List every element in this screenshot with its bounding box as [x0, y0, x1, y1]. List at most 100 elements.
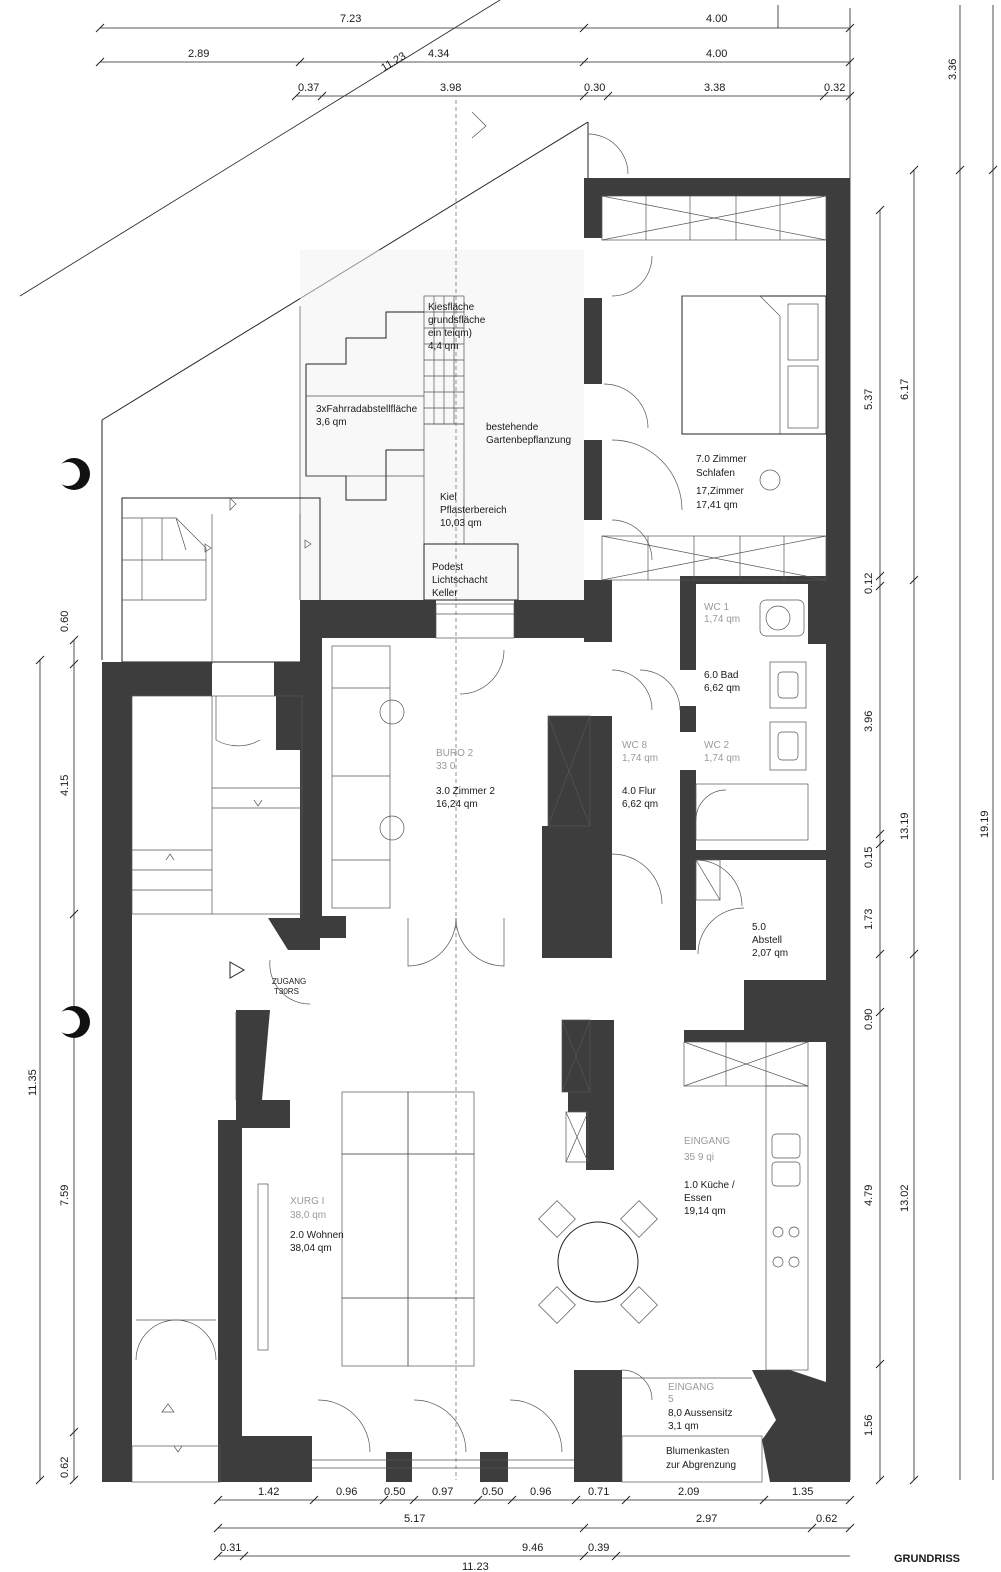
room-flur-area: 6,62 qm [622, 799, 658, 810]
room-zimmer2-ghost-name: BURO 2 [436, 748, 474, 759]
zugang-line2: T30RS [274, 987, 299, 996]
room-aussensitz-area: 3,1 qm [668, 1421, 699, 1432]
area-fahrrad-line1: 3xFahrradabstellfläche [316, 404, 418, 415]
room-zimmer2-ghost-area: 33 0 [436, 761, 456, 772]
dim-right-1-56: 1.56 [863, 1415, 875, 1436]
room-abstell-line2: Abstell [752, 935, 782, 946]
room-wc-ghost-area: 1,74 qm [622, 753, 658, 764]
dim-bottom-0-31: 0.31 [220, 1542, 241, 1554]
dim-top-7-23: 7.23 [340, 13, 361, 25]
dim-bottom-1-42: 1.42 [258, 1486, 279, 1498]
area-podest-line3: Keller [432, 588, 458, 599]
dim-top-0-32: 0.32 [824, 82, 845, 94]
area-garten-line2: Gartenbepflanzung [486, 435, 571, 446]
room-wc2-name: WC 2 [704, 740, 729, 751]
interior-lines [131, 133, 827, 1483]
dim-top-2-89: 2.89 [188, 48, 209, 60]
room-kueche-line2: Essen [684, 1193, 712, 1204]
room-schlafen-line2: Schlafen [696, 468, 735, 479]
room-zimmer2-area: 16,24 qm [436, 799, 478, 810]
room-aussensitz-ghost-name: EINGANG [668, 1382, 714, 1393]
area-kies-line1: Kiel [440, 492, 457, 503]
room-flur-name: 4.0 Flur [622, 786, 657, 797]
dim-bottom-0-96b: 0.96 [530, 1486, 551, 1498]
dim-bottom-0-50a: 0.50 [384, 1486, 405, 1498]
room-bad-area: 6,62 qm [704, 683, 740, 694]
dim-left-4-15: 4.15 [59, 775, 71, 796]
dining-table [557, 1221, 639, 1303]
dim-top-0-30: 0.30 [584, 82, 605, 94]
room-schlafen-area: 17,41 qm [696, 500, 738, 511]
room-labels: 7.0 Zimmer Schlafen 17,Zimmer 17,41 qm W… [272, 302, 788, 1471]
area-kies-area: 10,03 qm [440, 518, 482, 529]
room-wc-ghost-name: WC 8 [622, 740, 647, 751]
room-wc1-area: 1,74 qm [704, 614, 740, 625]
room-wohnen-ghost-name: XURG I [290, 1196, 324, 1207]
left-dimensions: 0.60 4.15 7.59 0.62 11.35 [27, 611, 79, 1485]
room-aussensitz-ghost-sub: 5 [668, 1394, 674, 1405]
area-stellfeld-line3: ein teiqm) [428, 328, 472, 339]
dim-bottom-5-17: 5.17 [404, 1513, 425, 1525]
room-aussensitz-name: 8,0 Aussensitz [668, 1408, 732, 1419]
dim-right-5-37: 5.37 [863, 389, 875, 410]
dim-top-0-37: 0.37 [298, 82, 319, 94]
dim-bottom-0-97: 0.97 [432, 1486, 453, 1498]
room-wc2-area: 1,74 qm [704, 753, 740, 764]
right-dimensions: 5.37 0.12 3.96 0.15 1.73 0.90 4.79 1.56 … [863, 5, 998, 1485]
dim-bottom-9-46: 9.46 [522, 1542, 543, 1554]
room-wohnen-area: 38,04 qm [290, 1243, 332, 1254]
room-zimmer2-name: 3.0 Zimmer 2 [436, 786, 495, 797]
area-podest-line2: Lichtschacht [432, 575, 488, 586]
dim-right-3-96: 3.96 [863, 711, 875, 732]
area-stellfeld-line2: grundsfläche [428, 315, 486, 326]
area-garten-line1: bestehende [486, 422, 539, 433]
dim-right-19-19: 19.19 [979, 810, 991, 838]
dim-bottom-0-50b: 0.50 [482, 1486, 503, 1498]
dim-diagonal-11-23: 11.23 [379, 50, 408, 74]
room-abstell-line1: 5.0 [752, 922, 766, 933]
room-schlafen-line1: 7.0 Zimmer [696, 454, 747, 465]
zugang-line1: ZUGANG [272, 977, 306, 986]
area-podest-line1: Podest [432, 562, 463, 573]
bottom-dimensions: 1.42 0.96 0.50 0.97 0.50 0.96 0.71 2.09 … [213, 1486, 855, 1572]
room-wc1-name: WC 1 [704, 602, 729, 613]
dim-right-0-90: 0.90 [863, 1009, 875, 1030]
dim-right-1-73: 1.73 [863, 909, 875, 930]
area-stellfeld-line1: Kiesfläche [428, 302, 475, 313]
dim-bottom-2-09: 2.09 [678, 1486, 699, 1498]
section-marker-icon [56, 458, 90, 1038]
dim-top-3-38: 3.38 [704, 82, 725, 94]
dim-right-0-12: 0.12 [863, 573, 875, 594]
area-fahrrad-area: 3,6 qm [316, 417, 347, 428]
dim-left-11-35: 11.35 [27, 1069, 39, 1096]
garden-area [101, 100, 589, 1480]
dim-left-0-60: 0.60 [59, 611, 71, 632]
dim-bottom-0-39: 0.39 [588, 1542, 609, 1554]
dim-left-0-62: 0.62 [59, 1457, 71, 1478]
dim-bottom-0-62: 0.62 [816, 1513, 837, 1525]
room-bad-name: 6.0 Bad [704, 670, 738, 681]
room-wohnen-ghost-area: 38,0 qm [290, 1210, 326, 1221]
top-dimensions: 7.23 4.00 2.89 4.34 4.00 0.37 3.98 0.30 … [19, 0, 855, 297]
room-abstell-area: 2,07 qm [752, 948, 788, 959]
bike-rack-grid [424, 296, 464, 424]
dim-bottom-1-35: 1.35 [792, 1486, 813, 1498]
dim-top-4-00b: 4.00 [706, 48, 727, 60]
room-kueche-line1: 1.0 Küche / [684, 1180, 735, 1191]
dim-top-4-00a: 4.00 [706, 13, 727, 25]
room-kueche-ghost-area: 35 9 qi [684, 1152, 714, 1163]
dim-bottom-0-71: 0.71 [588, 1486, 609, 1498]
dim-bottom-11-23: 11.23 [462, 1561, 489, 1572]
entry-arrow-icon [229, 961, 246, 979]
room-blumenkasten-line2: zur Abgrenzung [666, 1460, 736, 1471]
dim-right-0-15: 0.15 [863, 847, 875, 868]
drawing-title: GRUNDRISS [894, 1553, 960, 1565]
dim-right-6-17: 6.17 [899, 379, 911, 400]
room-kueche-area: 19,14 qm [684, 1206, 726, 1217]
room-kueche-ghost-name: EINGANG [684, 1136, 730, 1147]
room-blumenkasten-line1: Blumenkasten [666, 1446, 729, 1457]
area-kies-line2: Pflasterbereich [440, 505, 507, 516]
dim-bottom-2-97: 2.97 [696, 1513, 717, 1525]
dim-right-13-02: 13.02 [899, 1184, 911, 1212]
room-schlafen-line3: 17,Zimmer [696, 486, 744, 497]
